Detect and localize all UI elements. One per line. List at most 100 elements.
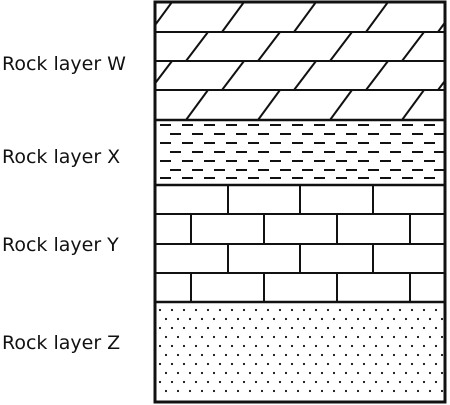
layer-z-dot [260, 371, 264, 375]
layer-z-dot [284, 317, 288, 321]
layer-z-dot [188, 389, 192, 393]
layer-z-dot [332, 317, 336, 321]
layer-w-slant-line [329, 31, 353, 62]
layer-z-dot [260, 317, 264, 321]
layer-z-dot [176, 317, 180, 321]
layer-z-dot [422, 344, 426, 348]
layer-z-dot [314, 362, 318, 366]
layer-w-slant-line [365, 2, 389, 33]
layer-z-dot [218, 380, 222, 384]
layer-z-dot [182, 344, 186, 348]
layer-z-dot [362, 344, 366, 348]
layer-z-dot [158, 308, 162, 312]
layer-z-dot [440, 335, 444, 339]
layer-z-dot [434, 308, 438, 312]
layer-z-dot [248, 371, 252, 375]
layer-z-dot [296, 353, 300, 357]
rock-layer-x-label: Rock layer X [2, 146, 121, 168]
layer-z-dot [212, 335, 216, 339]
layer-z-dot [266, 362, 270, 366]
layer-z-dot [290, 326, 294, 330]
layer-z-dot [278, 362, 282, 366]
layer-z-dot [272, 371, 276, 375]
layer-w-slant-line [257, 89, 281, 120]
layer-z-dot [344, 335, 348, 339]
layer-z-dot [374, 362, 378, 366]
layer-z-dot [176, 353, 180, 357]
layer-z-dot [200, 371, 204, 375]
layer-z-dot [182, 362, 186, 366]
layer-z-dot [362, 326, 366, 330]
layer-z-dot [212, 353, 216, 357]
layer-z-dot [218, 362, 222, 366]
layer-w-slant-line [155, 60, 173, 86]
layer-z-dot [356, 353, 360, 357]
layer-z-dot [206, 326, 210, 330]
layer-z-dot [284, 353, 288, 357]
layer-z-dot [362, 308, 366, 312]
layer-z-dot [332, 371, 336, 375]
layer-z-dot [176, 335, 180, 339]
layer-w-slant-line [221, 60, 245, 91]
layer-z-dot [254, 380, 258, 384]
layer-z-dot [386, 344, 390, 348]
layer-z-dot [218, 308, 222, 312]
layer-z-dot [170, 326, 174, 330]
layer-z-dot [224, 317, 228, 321]
layer-z-dot [236, 317, 240, 321]
layer-z-dot [320, 335, 324, 339]
layer-z-dot [320, 389, 324, 393]
layer-z-dot [350, 362, 354, 366]
layer-w-slant-line [365, 60, 389, 91]
layer-z-dot [410, 380, 414, 384]
layer-w-slant-line [437, 20, 445, 33]
layer-z-dot [272, 317, 276, 321]
layer-z-dot [206, 380, 210, 384]
layer-z-dot [416, 353, 420, 357]
layer-z-dot [416, 335, 420, 339]
layer-z-dot [422, 308, 426, 312]
layer-z-dot [344, 389, 348, 393]
layer-z-dot [290, 308, 294, 312]
layer-z-dot [284, 335, 288, 339]
layer-z-dot [332, 389, 336, 393]
layer-z-dot [212, 371, 216, 375]
layer-z-dot [344, 353, 348, 357]
layer-z-dot [302, 344, 306, 348]
layer-z-dot [230, 308, 234, 312]
layer-z-dot [356, 389, 360, 393]
layer-z-dot [422, 326, 426, 330]
layer-z-dot [338, 326, 342, 330]
layer-w-slant-line [185, 31, 209, 62]
layer-z-dot [158, 326, 162, 330]
layer-z-dot [398, 380, 402, 384]
layer-z-dot [290, 362, 294, 366]
layer-z-dot [392, 317, 396, 321]
layer-z-dot [350, 344, 354, 348]
layer-z-dot [308, 371, 312, 375]
layer-z-dot [164, 371, 168, 375]
layer-w-slant-line [221, 2, 245, 33]
layer-z-dot [242, 362, 246, 366]
layer-z-dot [380, 335, 384, 339]
layer-z-dot [308, 317, 312, 321]
layer-z-dot [332, 335, 336, 339]
layer-z-dot [230, 326, 234, 330]
layer-z-dot [314, 344, 318, 348]
layer-z-dot [170, 308, 174, 312]
layer-z-dot [194, 344, 198, 348]
layer-z-dot [410, 362, 414, 366]
layer-z-dot [206, 308, 210, 312]
layer-z-dot [164, 335, 168, 339]
layer-z-dot [410, 308, 414, 312]
rock-layer-z-label: Rock layer Z [2, 332, 121, 354]
layer-z-dot [314, 326, 318, 330]
layer-z-dot [356, 317, 360, 321]
layer-z-dot [170, 362, 174, 366]
layer-z-dot [428, 335, 432, 339]
layer-z-dot [176, 389, 180, 393]
layer-z-dot [320, 353, 324, 357]
layer-z-dot [200, 389, 204, 393]
layer-z-dot [302, 362, 306, 366]
layer-z-dot [254, 344, 258, 348]
